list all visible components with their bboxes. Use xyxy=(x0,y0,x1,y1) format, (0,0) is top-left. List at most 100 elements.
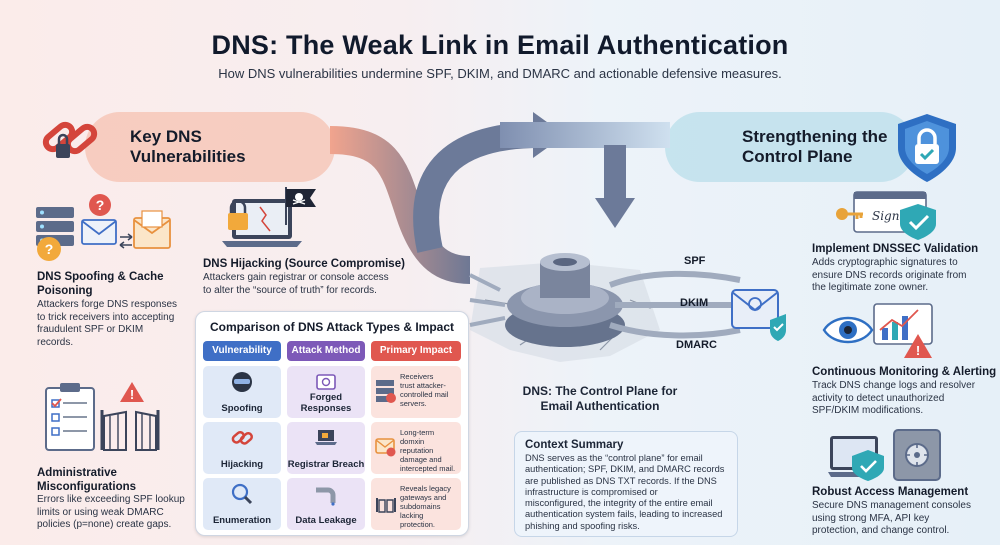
access-desc-line: Secure DNS management consoles xyxy=(812,500,971,511)
key-icon xyxy=(836,208,863,220)
dnssec-description: Adds cryptographic signatures to ensure … xyxy=(812,257,967,295)
impact-line: intercepted mail. xyxy=(400,464,456,473)
context-line: phishing and spoofing risks. xyxy=(525,520,640,531)
monitoring-desc-line: SPF/DKIM modifications. xyxy=(812,405,924,416)
misconfig-desc-line: limits or using weak DMARC xyxy=(37,506,164,518)
cell-label: Data Leakage xyxy=(295,515,357,526)
checklist-icon xyxy=(45,383,95,451)
spoofing-title: DNS Spoofing & Cache Poisoning xyxy=(37,270,164,298)
right-banner-line1: Strengthening the xyxy=(742,127,888,146)
monitoring-desc-line: activity to detect unauthorized xyxy=(812,392,945,404)
svg-text:!: ! xyxy=(916,343,920,358)
server-icon xyxy=(376,380,396,403)
comparison-table: Comparison of DNS Attack Types & Impact … xyxy=(195,311,469,536)
left-banner-line1: Key DNS xyxy=(130,127,202,146)
context-title: Context Summary xyxy=(525,439,624,451)
impact-text: Reveals legacy gateways and subdomains l… xyxy=(400,484,457,529)
svg-text:!: ! xyxy=(130,387,134,402)
table-cell-impact: Long-term domxin reputation damage and i… xyxy=(371,422,461,474)
impact-line: subdomains xyxy=(400,502,441,511)
lock-icon xyxy=(228,199,248,230)
spoofing-desc-line: records. xyxy=(37,336,74,348)
shield-check-icon xyxy=(770,314,786,341)
spoofing-illustration: ? xyxy=(36,194,171,249)
page-title: DNS: The Weak Link in Email Authenticati… xyxy=(211,30,789,60)
impact-line: Reveals legacy xyxy=(400,484,451,493)
impact-line: controlled mail xyxy=(400,390,449,399)
control-plane-line2: Email Authentication xyxy=(540,399,660,413)
broken-chain-icon xyxy=(231,431,253,445)
impact-text: Long-term domxin reputation damage and i… xyxy=(400,428,457,473)
spoofing-description: Attackers forge DNS responses to trick r… xyxy=(37,299,177,349)
impact-line: damage and xyxy=(400,455,442,464)
table-cell-vulnerability: Spoofing xyxy=(203,366,281,418)
shield-check-icon xyxy=(852,450,884,481)
table-cell-impact: Receivers trust attacker- controlled mai… xyxy=(371,366,461,418)
access-description: Secure DNS management consoles using str… xyxy=(812,500,971,538)
impact-line: domxin reputation xyxy=(400,437,434,455)
impact-line: servers. xyxy=(400,399,427,408)
header-attack-method: Attack Method xyxy=(287,341,365,361)
comparison-title: Comparison of DNS Attack Types & Impact xyxy=(209,320,455,334)
chart-icon xyxy=(873,303,933,345)
email-icon xyxy=(731,289,779,329)
table-cell-method: Forged Responses xyxy=(287,366,365,418)
record-dkim: DKIM xyxy=(680,297,709,309)
dnssec-title: Implement DNSSEC Validation xyxy=(812,243,979,255)
context-line: authentication; SPF, DKIM, and DMARC rec… xyxy=(525,464,725,475)
impact-line: gateways and xyxy=(400,493,447,502)
record-spf: SPF xyxy=(684,255,706,267)
misconfig-title: Administrative Misconfigurations xyxy=(37,466,136,494)
right-banner-line2: Control Plane xyxy=(742,147,853,166)
cell-label: Hijacking xyxy=(220,459,264,470)
cell-label: Registrar Breach xyxy=(287,459,365,470)
svg-text:?: ? xyxy=(45,241,54,257)
context-summary: Context Summary DNS serves as the “contr… xyxy=(514,431,738,537)
hijacking-desc-line: Attackers gain registrar or console acce… xyxy=(203,272,389,283)
laptop-icon xyxy=(315,430,337,445)
right-banner-bg xyxy=(665,112,915,182)
impact-line: Long-term xyxy=(400,428,435,437)
left-banner-line2: Vulnerabilities xyxy=(130,147,246,166)
hijacking-title: DNS Hijacking (Source Compromise) xyxy=(203,258,405,270)
spoofing-title-line1: DNS Spoofing & Cache xyxy=(37,271,164,283)
header-primary-impact: Primary Impact xyxy=(371,341,461,361)
access-illustration xyxy=(828,429,941,481)
page-subtitle: How DNS vulnerabilities undermine SPF, D… xyxy=(218,66,782,81)
misconfig-illustration: ! xyxy=(45,382,160,451)
monitoring-illustration: ! xyxy=(822,303,933,358)
table-cell-vulnerability: Enumeration xyxy=(203,478,281,530)
spoofing-desc-line: Attackers forge DNS responses xyxy=(37,299,178,310)
misconfig-title-line2: Misconfigurations xyxy=(37,481,137,493)
hijacking-description: Attackers gain registrar or console acce… xyxy=(203,272,389,297)
spoofing-desc-line: to trick receivers into accepting xyxy=(37,311,175,323)
spoofing-desc-line: fraudulent SPF or DKIM xyxy=(37,324,144,335)
impact-line: lacking protection. xyxy=(400,511,436,529)
gear-hub-icon xyxy=(505,253,625,347)
impact-text: Receivers trust attacker- controlled mai… xyxy=(400,372,457,408)
mask-icon xyxy=(232,372,252,392)
dnssec-desc-line: ensure DNS records originate from xyxy=(812,269,967,281)
left-banner-title: Key DNS Vulnerabilities xyxy=(130,127,246,167)
left-banner-bg xyxy=(85,112,335,182)
access-desc-line: using strong MFA, API key xyxy=(812,512,930,524)
spoofing-title-line2: Poisoning xyxy=(37,285,93,297)
email-icon xyxy=(316,374,336,390)
context-line: infrastructure is compromised or xyxy=(525,486,658,497)
context-line: DNS serves as the “control plane” for em… xyxy=(525,453,703,463)
svg-text:?: ? xyxy=(96,197,105,213)
shield-lock-icon xyxy=(898,114,956,182)
context-line: authentication system fails, leading to … xyxy=(525,509,723,520)
right-banner-title: Strengthening the Control Plane xyxy=(742,127,887,167)
loop-flow-arrow xyxy=(413,122,541,253)
impact-line: Receivers xyxy=(400,372,434,381)
warning-icon: ? xyxy=(37,237,61,261)
misconfig-desc-line: Errors like exceeding SPF lookup xyxy=(37,494,185,505)
table-cell-method: Registrar Breach xyxy=(287,422,365,474)
context-body: DNS serves as the “control plane” for em… xyxy=(525,453,731,532)
hijacking-illustration xyxy=(222,187,316,247)
magnifier-icon xyxy=(231,483,253,505)
context-line: are published as DNS TXT records. If the… xyxy=(525,475,717,486)
hijacking-desc-line: to alter the “source of truth” for recor… xyxy=(203,284,377,296)
